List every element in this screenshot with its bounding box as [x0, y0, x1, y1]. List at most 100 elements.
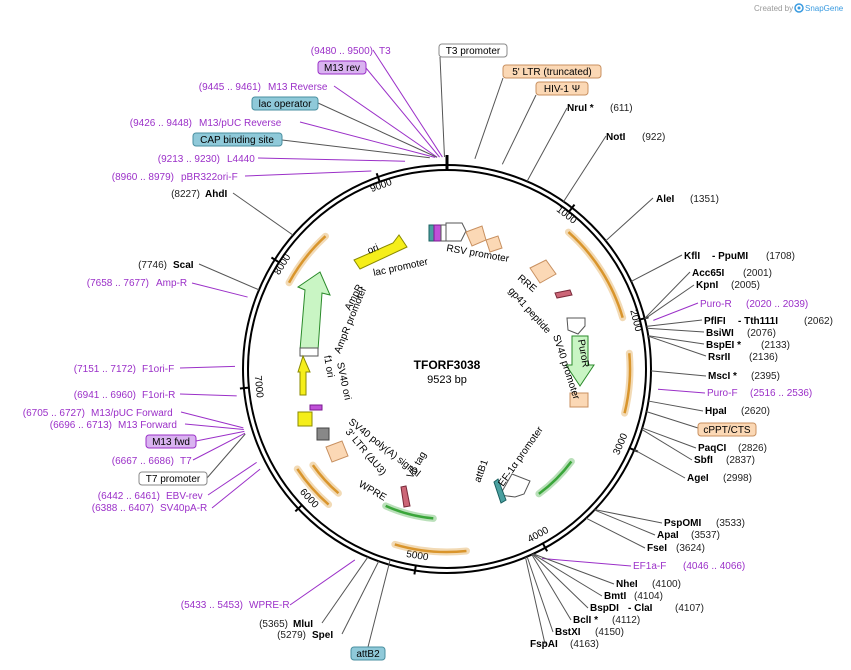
- m13-fwd-box[interactable]: M13 fwd: [145, 434, 197, 449]
- leader-kfli: [631, 254, 683, 282]
- site-apai[interactable]: ApaI (3537): [657, 530, 720, 541]
- primer-t7[interactable]: (6667 .. 6686) T7: [112, 456, 192, 467]
- site-kfli[interactable]: KflI - PpuMI (1708): [684, 251, 795, 262]
- primer-wpre-r[interactable]: (5433 .. 5453) WPRE-R: [181, 600, 290, 611]
- site-sbfi[interactable]: SbfI (2837): [694, 455, 755, 466]
- primer-m13-reverse[interactable]: (9445 .. 9461) M13 Reverse: [199, 82, 328, 93]
- primer-t7-range: (6667 .. 6686): [112, 456, 174, 467]
- site-bcli[interactable]: BclI * (4112): [573, 615, 640, 626]
- site-acc65i[interactable]: Acc65I (2001): [692, 268, 772, 279]
- leader-cap-site: [281, 139, 430, 159]
- leader-t3: [372, 49, 443, 158]
- site-rsrii-name: RsrII: [708, 352, 730, 363]
- site-fspai-name: FspAI: [530, 639, 558, 650]
- leader-puro-f: [657, 388, 706, 394]
- primer-puro-r[interactable]: Puro-R (2020 .. 2039): [700, 299, 808, 310]
- leader-bspei: [648, 335, 705, 345]
- site-bspdi-pos: (4107): [675, 603, 704, 614]
- site-pflfi[interactable]: PflFI - Tth111I (2062): [704, 316, 833, 327]
- site-pspomi[interactable]: PspOMI (3533): [664, 518, 745, 529]
- primer-ef1a-f[interactable]: EF1a-F (4046 .. 4066): [633, 561, 745, 572]
- site-bspei-name: BspEI *: [706, 340, 741, 351]
- site-paqci[interactable]: PaqCI (2826): [698, 443, 767, 454]
- site-noti[interactable]: NotI (922): [606, 132, 665, 143]
- site-bmti[interactable]: BmtI (4104): [604, 591, 663, 602]
- site-rsrii[interactable]: RsrII (2136): [708, 352, 778, 363]
- site-nrui[interactable]: NruI * (611): [567, 103, 633, 114]
- primer-m13-puc-forward[interactable]: (6705 .. 6727) M13/pUC Forward: [23, 408, 173, 419]
- lac-operator-marker: [428, 224, 435, 242]
- primer-f1ori-f[interactable]: (7151 .. 7172) F1ori-F: [74, 364, 175, 375]
- m13-rev-box[interactable]: M13 rev: [317, 60, 367, 75]
- gp41-marker: [554, 289, 573, 299]
- ampr-arrow: [296, 271, 331, 351]
- site-bstxi[interactable]: BstXI (4150): [555, 627, 624, 638]
- leader-sbfi: [641, 429, 693, 461]
- primer-amp-r[interactable]: (7658 .. 7677) Amp-R: [87, 278, 187, 289]
- site-hpai-pos: (2620): [741, 406, 770, 417]
- t3-promoter-box[interactable]: T3 promoter: [438, 43, 508, 58]
- site-ahdi[interactable]: (8227) AhdI: [171, 189, 227, 200]
- site-kpni[interactable]: KpnI (2005): [696, 280, 760, 291]
- leader-hpai: [648, 400, 704, 412]
- site-nhei[interactable]: NheI (4100): [616, 579, 681, 590]
- site-apai-name: ApaI: [657, 530, 679, 541]
- primer-m13-forward[interactable]: (6696 .. 6713) M13 Forward: [50, 420, 177, 431]
- primer-f1ori-r[interactable]: (6941 .. 6960) F1ori-R: [74, 390, 176, 401]
- site-fsei[interactable]: FseI (3624): [647, 543, 705, 554]
- site-spei[interactable]: (5279) SpeI: [277, 630, 333, 641]
- primer-t3[interactable]: (9480 .. 9500) T3: [311, 46, 391, 57]
- site-agei[interactable]: AgeI (2998): [687, 473, 752, 484]
- primer-t3-name: T3: [379, 46, 391, 57]
- hiv1-box: [485, 235, 503, 253]
- attb2-box[interactable]: attB2: [350, 646, 386, 661]
- cap-site-box[interactable]: CAP binding site: [192, 132, 283, 147]
- site-fspai[interactable]: FspAI (4163): [530, 639, 599, 650]
- ltr5-box[interactable]: 5' LTR (truncated): [502, 64, 602, 79]
- primer-puro-f[interactable]: Puro-F (2516 .. 2536): [707, 388, 812, 399]
- puror-arrow: [565, 335, 595, 387]
- site-msci[interactable]: MscI * (2395): [708, 371, 780, 382]
- site-alei[interactable]: AleI (1351): [656, 194, 719, 205]
- lac-promoter-label: lac promoter: [372, 256, 429, 278]
- site-pspomi-pos: (3533): [716, 518, 745, 529]
- primer-ebv-rev[interactable]: (6442 .. 6461) EBV-rev: [98, 491, 203, 502]
- site-scai-name: ScaI: [173, 260, 194, 271]
- site-mlui[interactable]: (5365) MluI: [259, 619, 313, 630]
- cppt-label: cPPT/CTS: [703, 425, 751, 436]
- site-bspdi[interactable]: BspDI - ClaI (4107): [590, 603, 704, 614]
- site-bsiwi[interactable]: BsiWI (2076): [706, 328, 776, 339]
- primer-pbr322[interactable]: (8960 .. 8979) pBR322ori-F: [112, 172, 238, 183]
- cap-site-label: CAP binding site: [200, 135, 274, 146]
- site-bmti-name: BmtI: [604, 591, 626, 602]
- primer-m13-reverse-name: M13 Reverse: [268, 82, 328, 93]
- leader-pspomi: [594, 509, 663, 524]
- primer-m13-puc-reverse[interactable]: (9426 .. 9448) M13/pUC Reverse: [130, 118, 282, 129]
- leader-kpni: [644, 284, 695, 320]
- site-hpai-name: HpaI: [705, 406, 727, 417]
- leader-m13-forward: [184, 423, 244, 430]
- primer-wpre-r-range: (5433 .. 5453): [181, 600, 243, 611]
- cppt-box[interactable]: cPPT/CTS: [697, 422, 757, 437]
- sv40-ori-label: SV40 ori: [334, 361, 353, 401]
- site-bspei[interactable]: BspEI * (2133): [706, 340, 790, 351]
- primer-l4440[interactable]: (9213 .. 9230) L4440: [158, 154, 256, 165]
- site-hpai[interactable]: HpaI (2620): [705, 406, 770, 417]
- site-nrui-pos: (611): [610, 103, 633, 114]
- site-ppumi-name: - PpuMI: [712, 251, 748, 262]
- leader-fspai: [524, 557, 546, 645]
- site-spei-pos: (5279): [277, 630, 306, 641]
- primer-m13-puc-forward-range: (6705 .. 6727): [23, 408, 85, 419]
- rre-box: [465, 225, 487, 247]
- lac-operator-box[interactable]: lac operator: [251, 96, 319, 111]
- plasmid-name: TFORF3038: [414, 358, 481, 372]
- primer-sv40pa-r[interactable]: (6388 .. 6407) SV40pA-R: [92, 503, 208, 514]
- hiv1-box[interactable]: HIV-1 Ψ: [535, 81, 589, 96]
- site-scai[interactable]: (7746) ScaI: [138, 260, 194, 271]
- t7-promoter-box[interactable]: T7 promoter: [138, 471, 208, 486]
- leader-f1ori-f: [179, 365, 236, 369]
- primer-l4440-name: L4440: [227, 154, 255, 165]
- leader-bspdi: [532, 553, 589, 609]
- leader-amp-r: [191, 282, 248, 298]
- t3-promoter-label: T3 promoter: [446, 46, 501, 57]
